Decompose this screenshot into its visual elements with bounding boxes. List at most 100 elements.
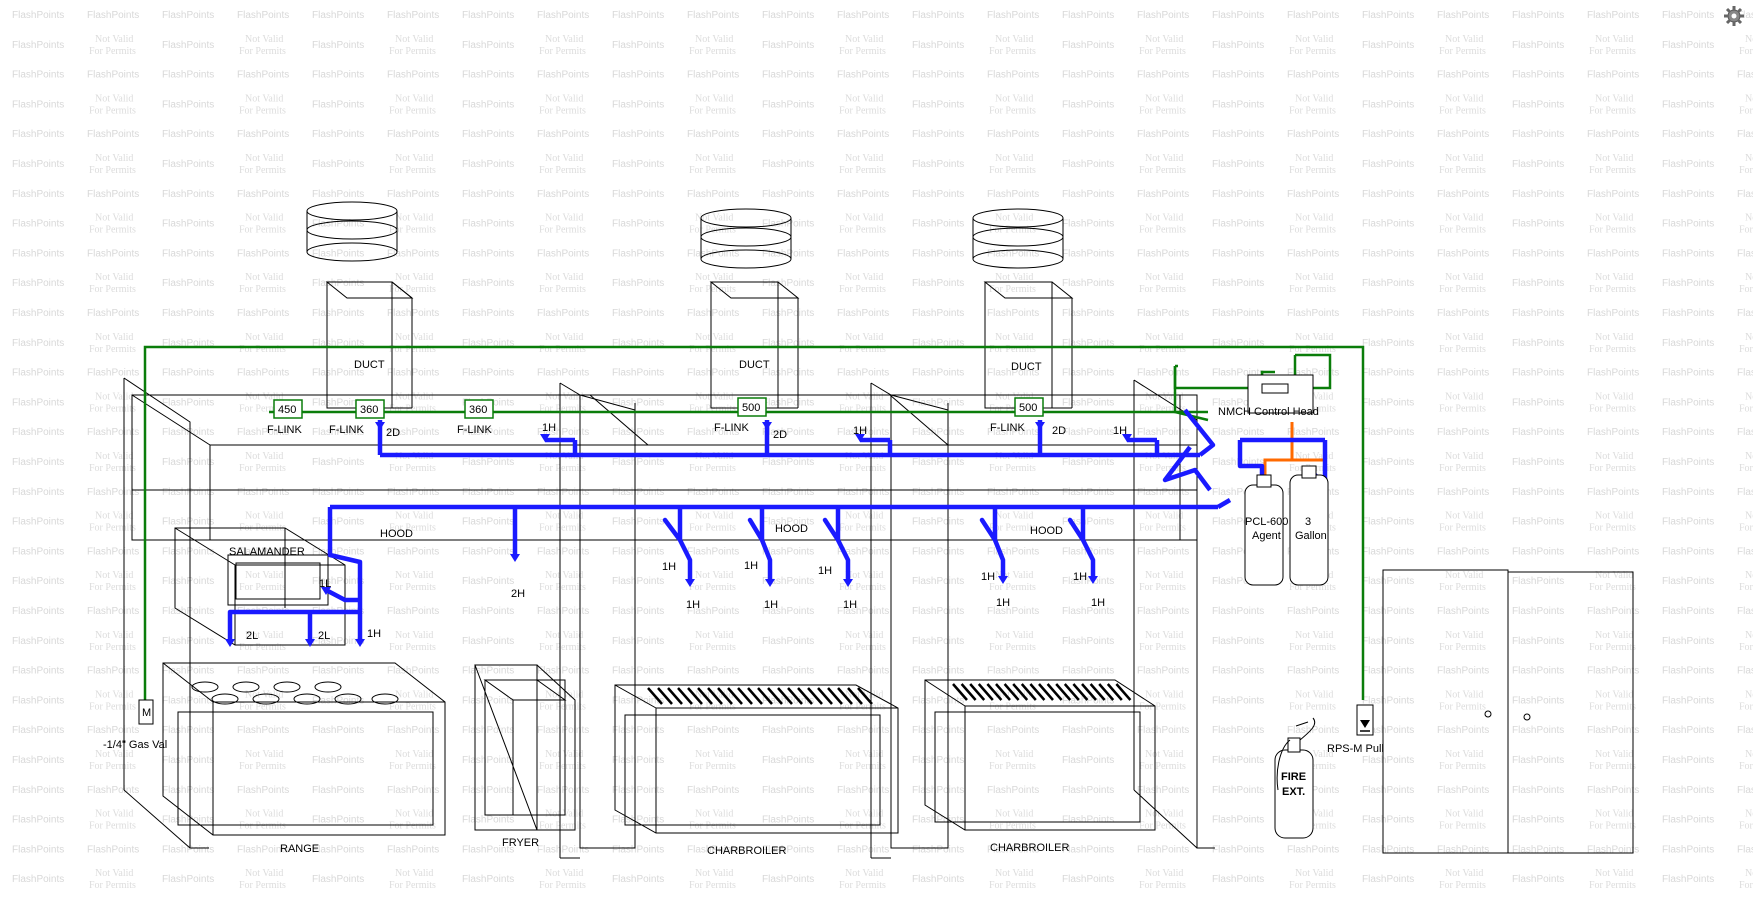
watermark-notice: For Permits xyxy=(689,701,736,712)
watermark-notice: Not Valid xyxy=(1595,213,1633,224)
watermark-notice: Not Valid xyxy=(1145,153,1183,164)
watermark-brand: FlashPoints xyxy=(237,10,289,21)
watermark-notice: For Permits xyxy=(1139,701,1186,712)
watermark-brand: FlashPoints xyxy=(162,278,214,289)
watermark-notice: Not Valid xyxy=(1145,868,1183,879)
watermark-notice: For Permits xyxy=(1139,761,1186,772)
watermark-notice: For Permits xyxy=(1289,284,1336,295)
watermark-brand: FlashPoints xyxy=(612,308,664,319)
watermark-brand: FlashPoints xyxy=(537,546,589,557)
watermark-notice: Not Valid xyxy=(1745,511,1753,522)
watermark-notice: Not Valid xyxy=(1295,809,1333,820)
watermark-brand: FlashPoints xyxy=(312,248,364,259)
gas-valve-label: -1/4" Gas Val xyxy=(103,739,167,751)
watermark-notice: Not Valid xyxy=(245,332,283,343)
grate-bar xyxy=(986,683,1003,701)
watermark-brand: FlashPoints xyxy=(912,189,964,200)
watermark-notice: For Permits xyxy=(1439,165,1486,176)
watermark-brand: FlashPoints xyxy=(237,189,289,200)
watermark-brand: FlashPoints xyxy=(1362,606,1414,617)
grate-bar xyxy=(1046,683,1063,701)
watermark-notice: For Permits xyxy=(989,105,1036,116)
watermark-brand: FlashPoints xyxy=(1362,576,1414,587)
watermark-brand: FlashPoints xyxy=(1587,785,1639,796)
watermark-brand: FlashPoints xyxy=(1062,785,1114,796)
watermark-notice: Not Valid xyxy=(1745,153,1753,164)
watermark-notice: Not Valid xyxy=(695,93,733,104)
watermark-brand: FlashPoints xyxy=(612,636,664,647)
watermark-brand: FlashPoints xyxy=(1512,219,1564,230)
watermark-brand: FlashPoints xyxy=(462,517,514,528)
watermark-notice: For Permits xyxy=(839,642,886,653)
grate-bar xyxy=(787,687,803,705)
watermark-brand: FlashPoints xyxy=(1362,427,1414,438)
grate-bar xyxy=(657,687,673,705)
watermark-notice: For Permits xyxy=(1439,761,1486,772)
watermark-brand: FlashPoints xyxy=(12,427,64,438)
watermark-notice: For Permits xyxy=(1289,880,1336,891)
watermark-brand: FlashPoints xyxy=(1662,70,1714,81)
watermark-brand: FlashPoints xyxy=(1062,576,1114,587)
watermark-notice: For Permits xyxy=(1589,46,1636,57)
watermark-notice: Not Valid xyxy=(395,689,433,700)
watermark-notice: Not Valid xyxy=(845,570,883,581)
watermark-brand: FlashPoints xyxy=(1662,785,1714,796)
watermark-brand: FlashPoints xyxy=(1137,308,1189,319)
watermark-brand: FlashPoints xyxy=(162,40,214,51)
watermark-brand: FlashPoints xyxy=(1062,219,1114,230)
control-head-label: NMCH Control Head xyxy=(1218,406,1319,418)
fire-extinguisher xyxy=(1274,717,1316,839)
nozzle-tip xyxy=(1035,422,1045,430)
watermark-brand: FlashPoints xyxy=(462,338,514,349)
watermark-brand: FlashPoints xyxy=(912,427,964,438)
settings-gear-icon[interactable] xyxy=(1723,5,1745,27)
watermark-notice: Not Valid xyxy=(995,332,1033,343)
watermark-brand: FlashPoints xyxy=(1437,368,1489,379)
watermark-notice: For Permits xyxy=(989,880,1036,891)
watermark-brand: FlashPoints xyxy=(1212,338,1264,349)
watermark-notice: Not Valid xyxy=(245,809,283,820)
watermark-notice: Not Valid xyxy=(845,391,883,402)
watermark-brand: FlashPoints xyxy=(387,129,439,140)
watermark-notice: Not Valid xyxy=(1295,868,1333,879)
watermark-notice: For Permits xyxy=(989,344,1036,355)
watermark-brand: FlashPoints xyxy=(1662,248,1714,259)
watermark-notice: For Permits xyxy=(239,701,286,712)
watermark-brand: FlashPoints xyxy=(237,844,289,855)
watermark-notice: For Permits xyxy=(689,880,736,891)
watermark-notice: For Permits xyxy=(689,225,736,236)
watermark-notice: Not Valid xyxy=(845,213,883,224)
watermark-brand: FlashPoints xyxy=(762,636,814,647)
watermark-brand: FlashPoints xyxy=(462,219,514,230)
watermark-notice: For Permits xyxy=(1589,225,1636,236)
watermark-brand: FlashPoints xyxy=(687,308,739,319)
watermark-notice: For Permits xyxy=(89,523,136,534)
watermark-brand: FlashPoints xyxy=(612,666,664,677)
watermark-notice: For Permits xyxy=(239,344,286,355)
watermark-brand: FlashPoints xyxy=(1512,368,1564,379)
watermark-notice: Not Valid xyxy=(1595,809,1633,820)
watermark-brand: FlashPoints xyxy=(1437,10,1489,21)
watermark-notice: Not Valid xyxy=(395,213,433,224)
watermark-brand: FlashPoints xyxy=(12,397,64,408)
watermark-brand: FlashPoints xyxy=(462,725,514,736)
watermark-brand: FlashPoints xyxy=(1062,636,1114,647)
grate-bar xyxy=(737,687,753,705)
watermark-notice: For Permits xyxy=(389,46,436,57)
watermark-notice: For Permits xyxy=(1589,582,1636,593)
watermark-notice: For Permits xyxy=(1439,225,1486,236)
equipment-cabinet xyxy=(1382,569,1634,854)
watermark-brand: FlashPoints xyxy=(1212,10,1264,21)
watermark-brand: FlashPoints xyxy=(387,844,439,855)
watermark-notice: For Permits xyxy=(539,701,586,712)
watermark-brand: FlashPoints xyxy=(1062,308,1114,319)
watermark-brand: FlashPoints xyxy=(1062,874,1114,885)
watermark-brand: FlashPoints xyxy=(12,70,64,81)
watermark-brand: FlashPoints xyxy=(462,10,514,21)
watermark-notice: Not Valid xyxy=(845,34,883,45)
watermark-brand: FlashPoints xyxy=(1662,189,1714,200)
watermark-notice: For Permits xyxy=(389,225,436,236)
watermark-brand: FlashPoints xyxy=(162,874,214,885)
watermark-brand: FlashPoints xyxy=(687,70,739,81)
grate-bar xyxy=(1063,683,1080,701)
